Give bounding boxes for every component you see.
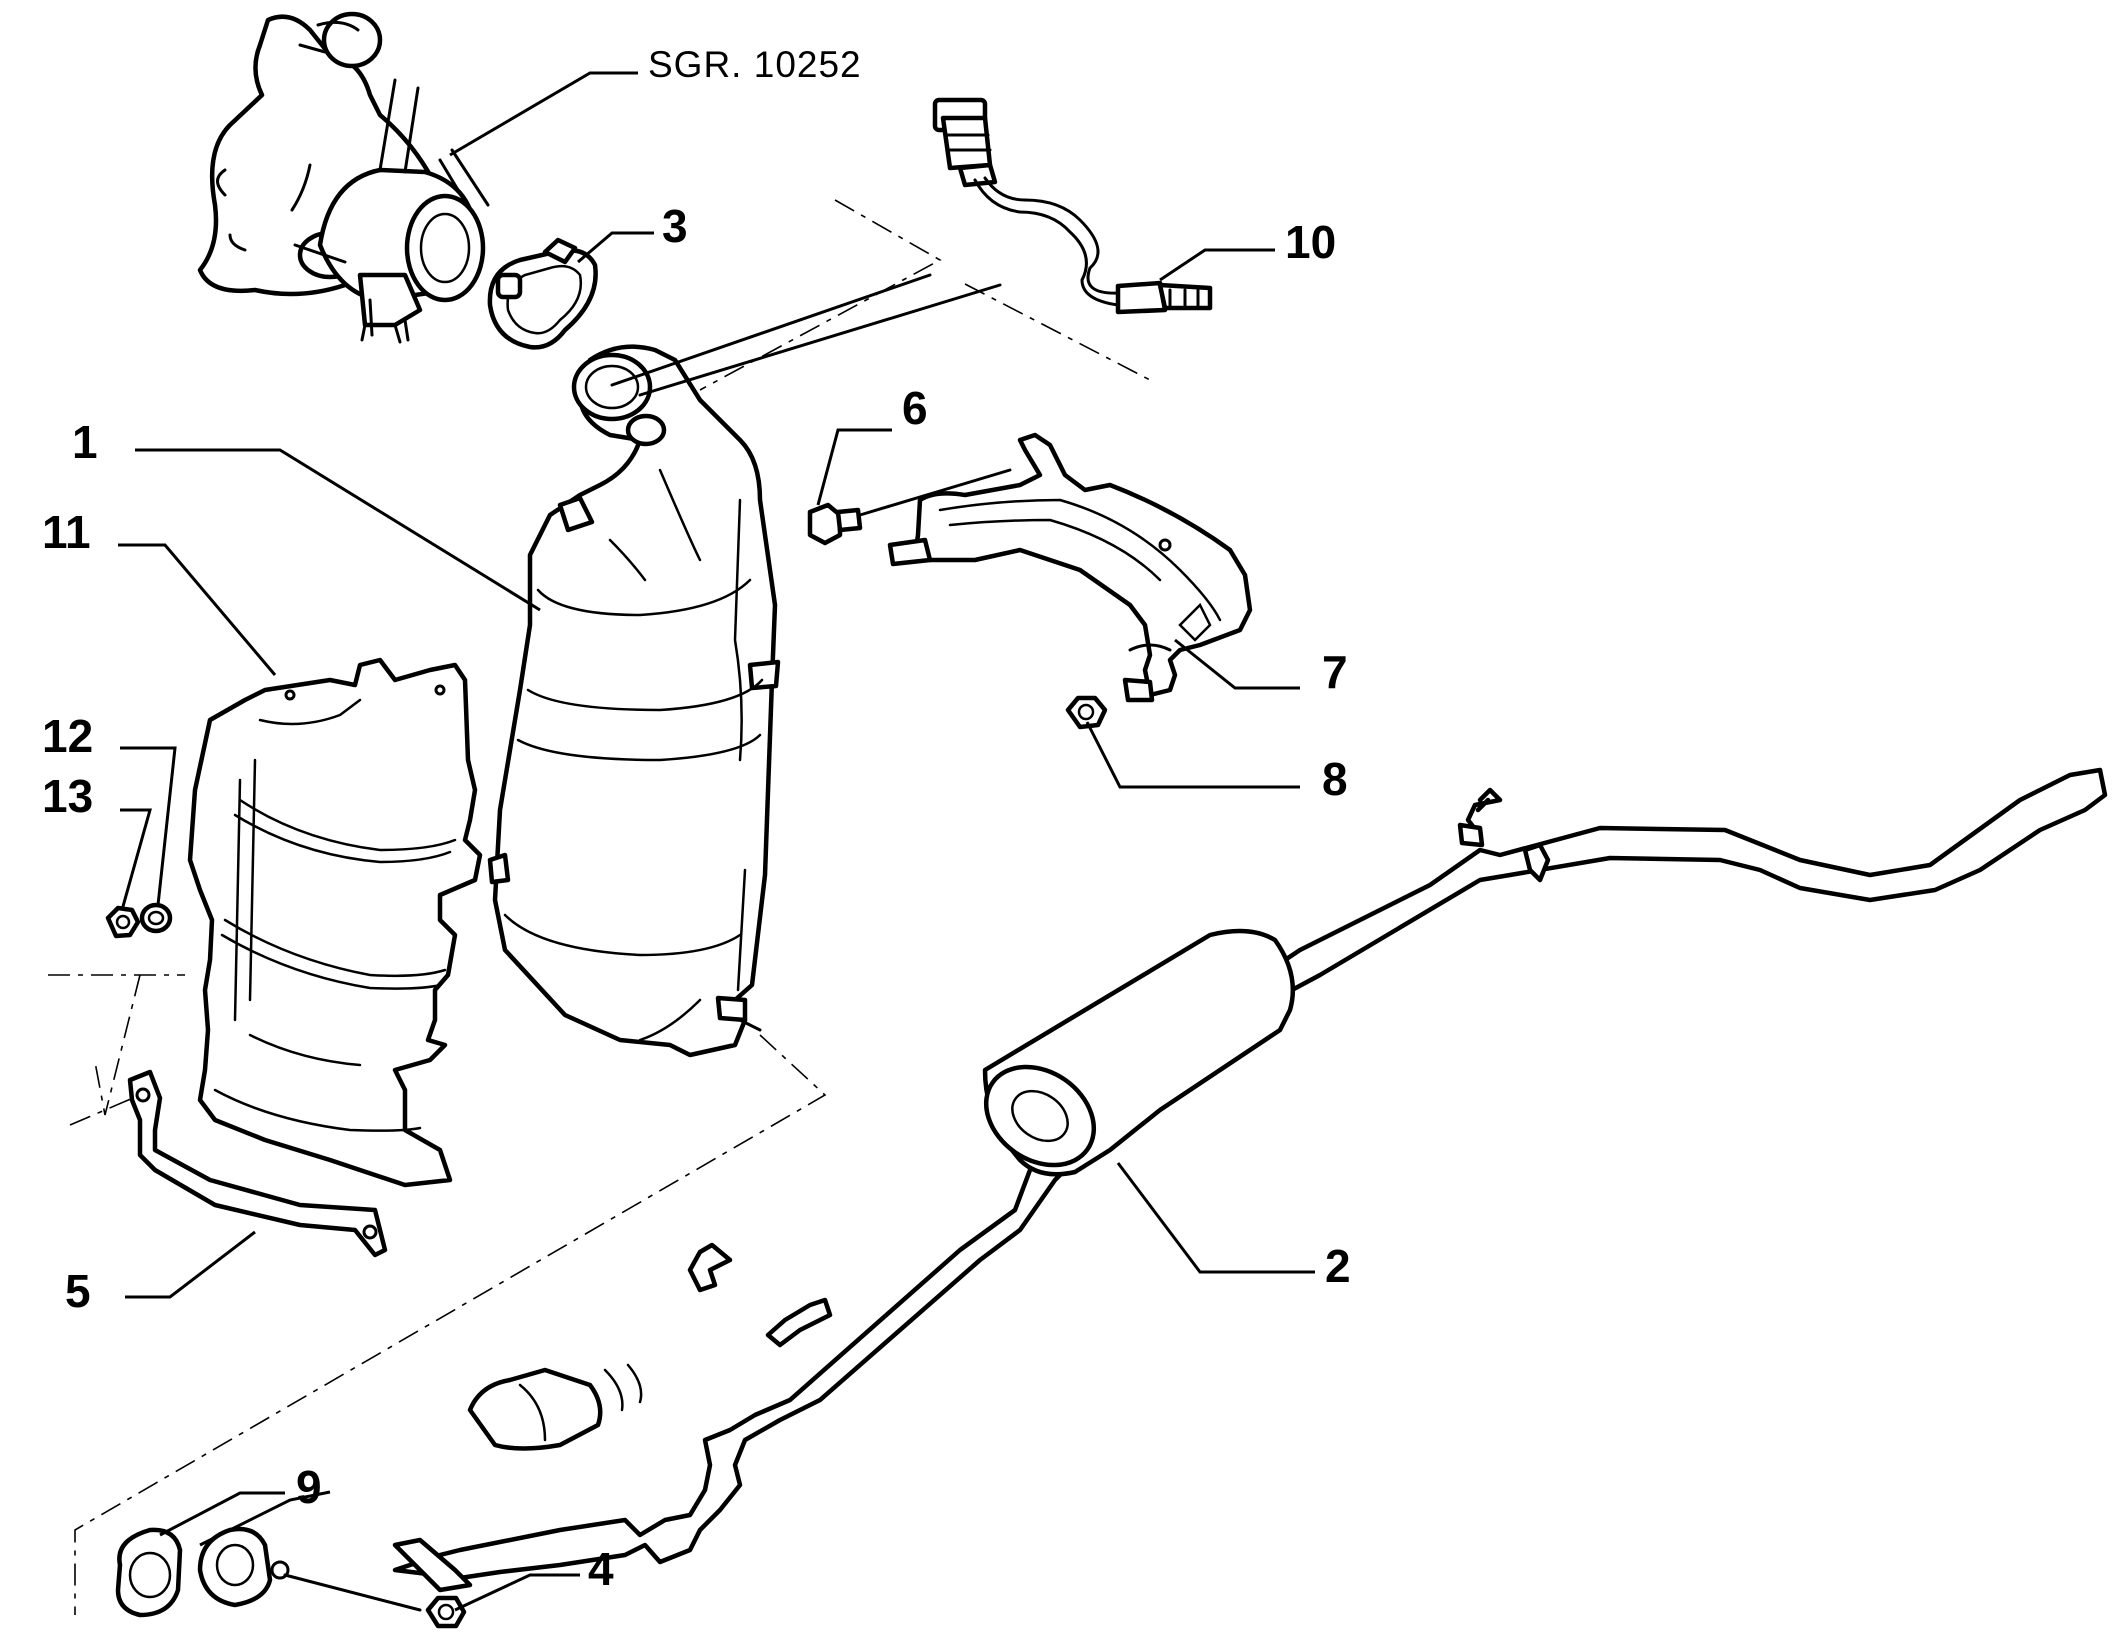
callout-3: 3 xyxy=(662,200,688,252)
callout-13: 13 xyxy=(42,770,93,822)
callout-9: 9 xyxy=(296,1461,322,1513)
catalytic-converter-part-1 xyxy=(487,344,781,1058)
callout-8: 8 xyxy=(1322,753,1348,805)
reference-label: SGR. 10252 xyxy=(648,44,862,85)
lambda-sensor-part-10 xyxy=(932,97,1213,315)
callout-11: 11 xyxy=(42,506,91,558)
gasket-part-9 xyxy=(115,1526,473,1618)
callout-7: 7 xyxy=(1322,646,1348,698)
assembly-guide-lines xyxy=(48,199,1151,1615)
nut-part-8 xyxy=(1065,695,1108,730)
leader-lines xyxy=(118,71,1315,1612)
callout-5: 5 xyxy=(65,1265,91,1317)
nut-part-4 xyxy=(425,1595,467,1629)
nut-and-washer-parts-12-13 xyxy=(105,902,173,939)
heat-shield-part-11 xyxy=(187,657,483,1188)
turbocharger xyxy=(197,11,490,344)
callout-2: 2 xyxy=(1325,1240,1351,1292)
callout-4: 4 xyxy=(588,1543,614,1595)
callout-1: 1 xyxy=(72,416,98,468)
callout-10: 10 xyxy=(1285,216,1336,268)
bracket-part-7 xyxy=(887,432,1253,703)
strap-bracket-part-5 xyxy=(127,1069,388,1258)
callout-6: 6 xyxy=(902,382,928,434)
callout-12: 12 xyxy=(42,710,93,762)
exhaust-pipe-part-2 xyxy=(392,767,2108,1581)
bolt-part-6 xyxy=(807,502,863,546)
clamp-part-3 xyxy=(487,237,598,350)
